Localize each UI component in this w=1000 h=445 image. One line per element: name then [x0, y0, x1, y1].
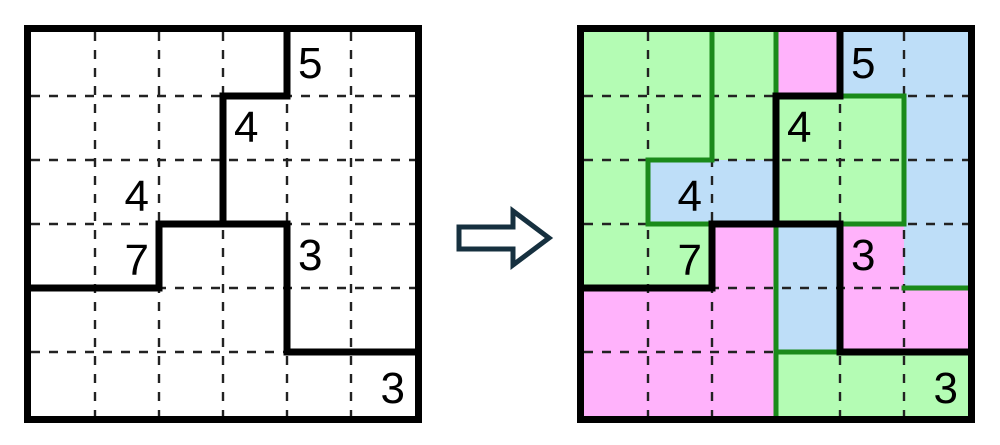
grid-cell[interactable]: [648, 352, 712, 416]
grid-cell[interactable]: [223, 288, 287, 352]
grid-cell[interactable]: [159, 160, 223, 224]
grid-cell[interactable]: [904, 96, 968, 160]
grid-cell[interactable]: [287, 96, 351, 160]
grid-cell[interactable]: [31, 352, 95, 416]
clue-number: 3: [934, 364, 958, 413]
grid-cell[interactable]: [31, 160, 95, 224]
grid-cell[interactable]: [95, 96, 159, 160]
bold-wall-layer: [27, 28, 419, 356]
grid-cell[interactable]: [351, 288, 415, 352]
grid-cell[interactable]: [776, 352, 840, 416]
grid-cell[interactable]: [223, 224, 287, 288]
grid-cell[interactable]: [840, 32, 904, 96]
grid-cell[interactable]: [904, 160, 968, 224]
clue-number: 3: [298, 231, 322, 280]
grid-cell[interactable]: [712, 32, 776, 96]
grid-cell[interactable]: [31, 96, 95, 160]
grid-cell[interactable]: [31, 288, 95, 352]
grid-outer-border: [24, 25, 422, 423]
grid-cell[interactable]: [95, 160, 159, 224]
grid-cell[interactable]: [584, 96, 648, 160]
grid-cell[interactable]: [584, 224, 648, 288]
clue-number: 3: [851, 231, 875, 280]
transform-arrow: [455, 203, 555, 273]
grid-cell[interactable]: [351, 352, 415, 416]
grid-cell[interactable]: [287, 224, 351, 288]
grid-cell[interactable]: [776, 160, 840, 224]
grid-cell[interactable]: [712, 160, 776, 224]
grid-cell[interactable]: [223, 32, 287, 96]
clue-number: 7: [678, 236, 702, 285]
grid-cell[interactable]: [840, 224, 904, 288]
grid-cell[interactable]: [904, 288, 968, 352]
bold-wall-layer: [580, 28, 972, 356]
right-arrow-icon: [456, 206, 554, 270]
grid-cell[interactable]: [223, 96, 287, 160]
clue-number: 7: [125, 236, 149, 285]
grid-cell[interactable]: [159, 96, 223, 160]
grid-cell[interactable]: [95, 224, 159, 288]
grid-cell[interactable]: [904, 32, 968, 96]
grid-cell[interactable]: [904, 352, 968, 416]
grid-outer-border: [577, 25, 975, 423]
grid-cell[interactable]: [95, 32, 159, 96]
grid-cell[interactable]: [712, 96, 776, 160]
clue-number: 4: [787, 103, 811, 152]
grid-cell[interactable]: [159, 224, 223, 288]
grid-cell[interactable]: [95, 352, 159, 416]
grid-cell[interactable]: [287, 352, 351, 416]
region-border-layer: [645, 29, 971, 419]
grid-cell[interactable]: [648, 224, 712, 288]
grid-cell[interactable]: [648, 160, 712, 224]
grid-cell[interactable]: [351, 96, 415, 160]
clue-number: 5: [851, 39, 875, 88]
cell-fill-layer: [31, 32, 415, 416]
grid-cell[interactable]: [776, 288, 840, 352]
grid-cell[interactable]: [584, 160, 648, 224]
grid-cell[interactable]: [776, 224, 840, 288]
grid-cell[interactable]: [351, 224, 415, 288]
clue-number: 4: [125, 172, 149, 221]
grid-cell[interactable]: [287, 288, 351, 352]
grid-cell[interactable]: [351, 32, 415, 96]
grid-cell[interactable]: [648, 96, 712, 160]
grid-cell[interactable]: [159, 32, 223, 96]
grid-cell[interactable]: [584, 32, 648, 96]
grid-cell[interactable]: [584, 288, 648, 352]
grid-cell[interactable]: [840, 288, 904, 352]
grid-cell[interactable]: [287, 160, 351, 224]
clue-number: 3: [381, 364, 405, 413]
grid-cell[interactable]: [95, 288, 159, 352]
grid-cell[interactable]: [159, 288, 223, 352]
grid-cell[interactable]: [840, 352, 904, 416]
grid-cell[interactable]: [840, 96, 904, 160]
clue-number: 5: [298, 39, 322, 88]
grid-cell[interactable]: [712, 288, 776, 352]
grid-cell[interactable]: [648, 32, 712, 96]
grid-cell[interactable]: [776, 32, 840, 96]
clue-number: 4: [678, 172, 702, 221]
grid-cell[interactable]: [712, 352, 776, 416]
grid-cell[interactable]: [31, 224, 95, 288]
grid-cell[interactable]: [159, 352, 223, 416]
grid-cell[interactable]: [840, 160, 904, 224]
cell-fill-layer: [584, 32, 968, 416]
grid-cell[interactable]: [223, 160, 287, 224]
grid-cell[interactable]: [712, 224, 776, 288]
grid-cell[interactable]: [287, 32, 351, 96]
grid-cell[interactable]: [904, 224, 968, 288]
grid-cell[interactable]: [31, 32, 95, 96]
clue-number: 4: [234, 103, 258, 152]
grid-cell[interactable]: [584, 352, 648, 416]
grid-cell[interactable]: [648, 288, 712, 352]
grid-cell[interactable]: [351, 160, 415, 224]
grid-cell[interactable]: [223, 352, 287, 416]
grid-cell[interactable]: [776, 96, 840, 160]
